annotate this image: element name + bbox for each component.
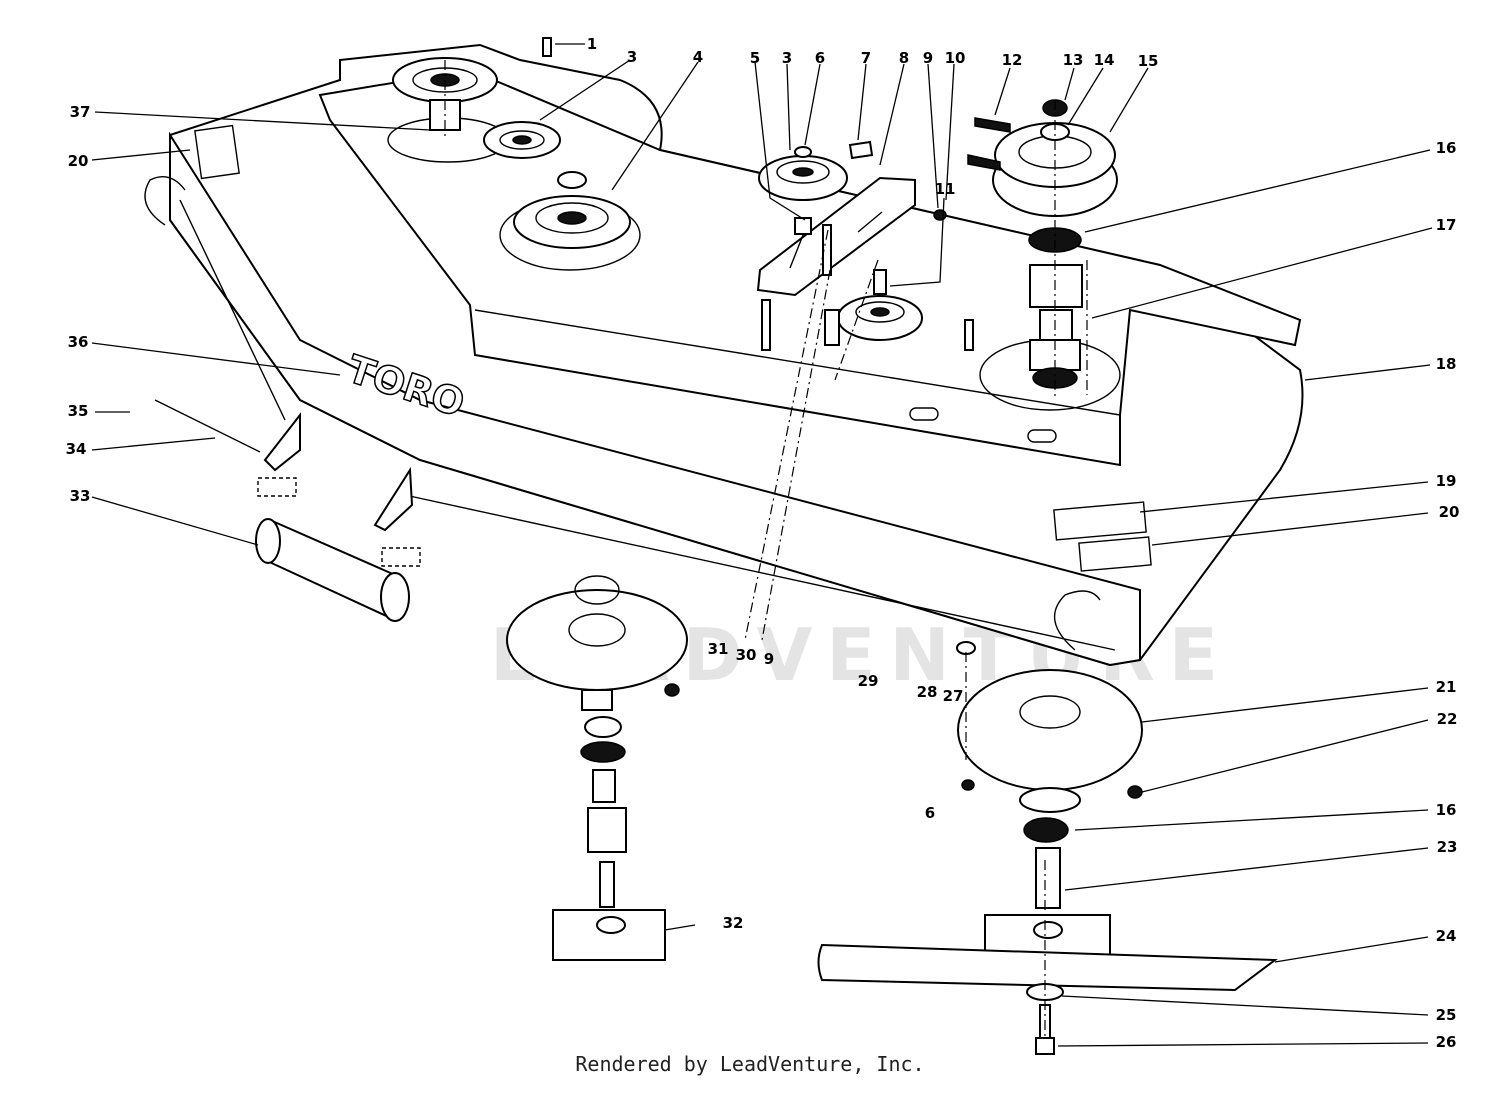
callout-c13: 13 — [1063, 51, 1084, 69]
idler-pulley-lower — [837, 269, 923, 341]
right-housing-fasteners — [664, 641, 1143, 799]
callout-c20b: 20 — [68, 152, 89, 170]
callout-c35: 35 — [68, 402, 89, 420]
callout-c9a: 9 — [923, 49, 933, 67]
callout-c23: 23 — [1437, 838, 1458, 856]
callout-c21: 21 — [1436, 678, 1457, 696]
callout-c6b: 6 — [925, 804, 935, 822]
footer-credit: Rendered by LeadVenture, Inc. — [575, 1052, 925, 1076]
callout-c22: 22 — [1437, 710, 1458, 728]
callout-c7: 7 — [861, 49, 871, 67]
callout-c19: 19 — [1436, 472, 1457, 490]
callout-c33: 33 — [70, 487, 91, 505]
callout-c3b: 3 — [782, 49, 792, 67]
left-spindle-housing — [506, 575, 688, 961]
callout-c37: 37 — [70, 103, 91, 121]
callout-c25: 25 — [1436, 1006, 1457, 1024]
callout-c10: 10 — [945, 49, 966, 67]
callout-c6a: 6 — [815, 49, 825, 67]
callout-c27: 27 — [943, 687, 964, 705]
rear-roller — [154, 399, 421, 622]
callout-c14: 14 — [1094, 51, 1115, 69]
callout-c30: 30 — [736, 646, 757, 664]
callout-c15: 15 — [1138, 52, 1159, 70]
idler-pulley-left — [483, 121, 561, 159]
center-spindle-pulley — [513, 171, 631, 249]
idler-pulley-upper — [758, 146, 848, 201]
drive-pulley-double — [967, 99, 1118, 217]
callout-c31: 31 — [708, 640, 729, 658]
callout-c4: 4 — [693, 48, 703, 66]
callout-c17: 17 — [1436, 216, 1457, 234]
callout-c36: 36 — [68, 333, 89, 351]
right-spindle-housing — [957, 669, 1143, 966]
callout-c3a: 3 — [627, 48, 637, 66]
callout-c34: 34 — [66, 440, 87, 458]
fasteners — [542, 37, 974, 351]
mower-blade — [817, 943, 1278, 1055]
callout-c16b: 16 — [1436, 801, 1457, 819]
drive-spindle-stack — [1028, 227, 1083, 389]
callout-c11: 11 — [935, 180, 956, 198]
callout-c28: 28 — [917, 683, 938, 701]
callout-c20a: 20 — [1439, 503, 1460, 521]
callout-c1: 1 — [587, 35, 597, 53]
callout-c32: 32 — [723, 914, 744, 932]
callout-c24: 24 — [1436, 927, 1457, 945]
alignment-lines — [444, 60, 1088, 1040]
callout-c12: 12 — [1002, 51, 1023, 69]
idler-bracket — [756, 176, 916, 297]
callout-c9b: 9 — [764, 650, 774, 668]
callout-c26: 26 — [1436, 1033, 1457, 1051]
callout-c18: 18 — [1436, 355, 1457, 373]
callout-c16a: 16 — [1436, 139, 1457, 157]
callout-c5: 5 — [750, 49, 760, 67]
callout-c8: 8 — [899, 49, 909, 67]
leader-lines — [91, 43, 1433, 1047]
callout-c29: 29 — [858, 672, 879, 690]
